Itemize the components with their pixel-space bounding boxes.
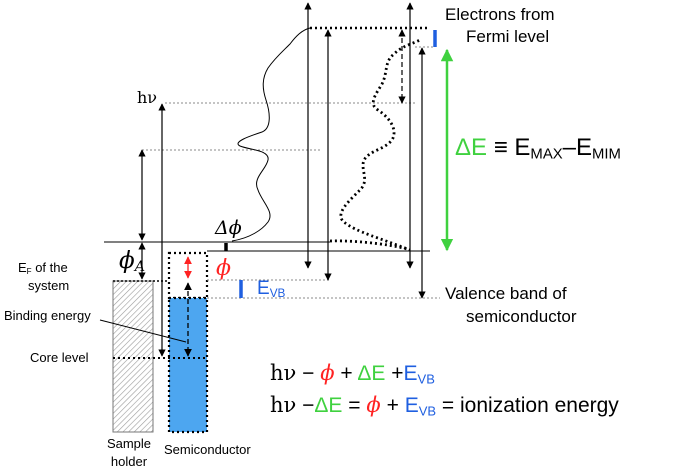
sample-holder-label-line1: Sample — [106, 436, 152, 451]
evb-label: EVB — [257, 278, 286, 300]
spectrum-solid-curve — [231, 27, 311, 242]
sample-holder-label-line2: holder — [110, 454, 148, 469]
delta-e-definition: ΔE ≡ EMAX–EMIM — [455, 134, 621, 163]
semiconductor-label: Semiconductor — [164, 442, 251, 457]
binding-energy-label: Binding energy — [4, 308, 91, 323]
ef-system-label-line2: system — [28, 278, 70, 293]
electrons-label-line1: Electrons from — [445, 5, 555, 24]
electrons-label-line2: Fermi level — [466, 27, 550, 46]
hv-label: hν — [137, 88, 158, 107]
equation-1: hν − ϕ + ΔE +EVB — [270, 361, 435, 387]
phi-label: ϕ — [216, 256, 231, 281]
delta-phi-label: Δϕ — [215, 217, 242, 239]
spectrum-dotted-curve — [329, 38, 421, 252]
valence-label-line2: semiconductor — [466, 307, 577, 326]
ef-system-label: EF of the — [18, 260, 68, 276]
binding-energy-leader — [99, 319, 187, 343]
equation-2: hν −ΔE = ϕ + EVB = ionization energy — [270, 393, 619, 419]
sample-holder-block — [112, 280, 154, 433]
phi-a-label: ϕA — [119, 248, 145, 275]
core-level-label: Core level — [30, 350, 89, 365]
valence-label-line1: Valence band of — [445, 284, 567, 303]
